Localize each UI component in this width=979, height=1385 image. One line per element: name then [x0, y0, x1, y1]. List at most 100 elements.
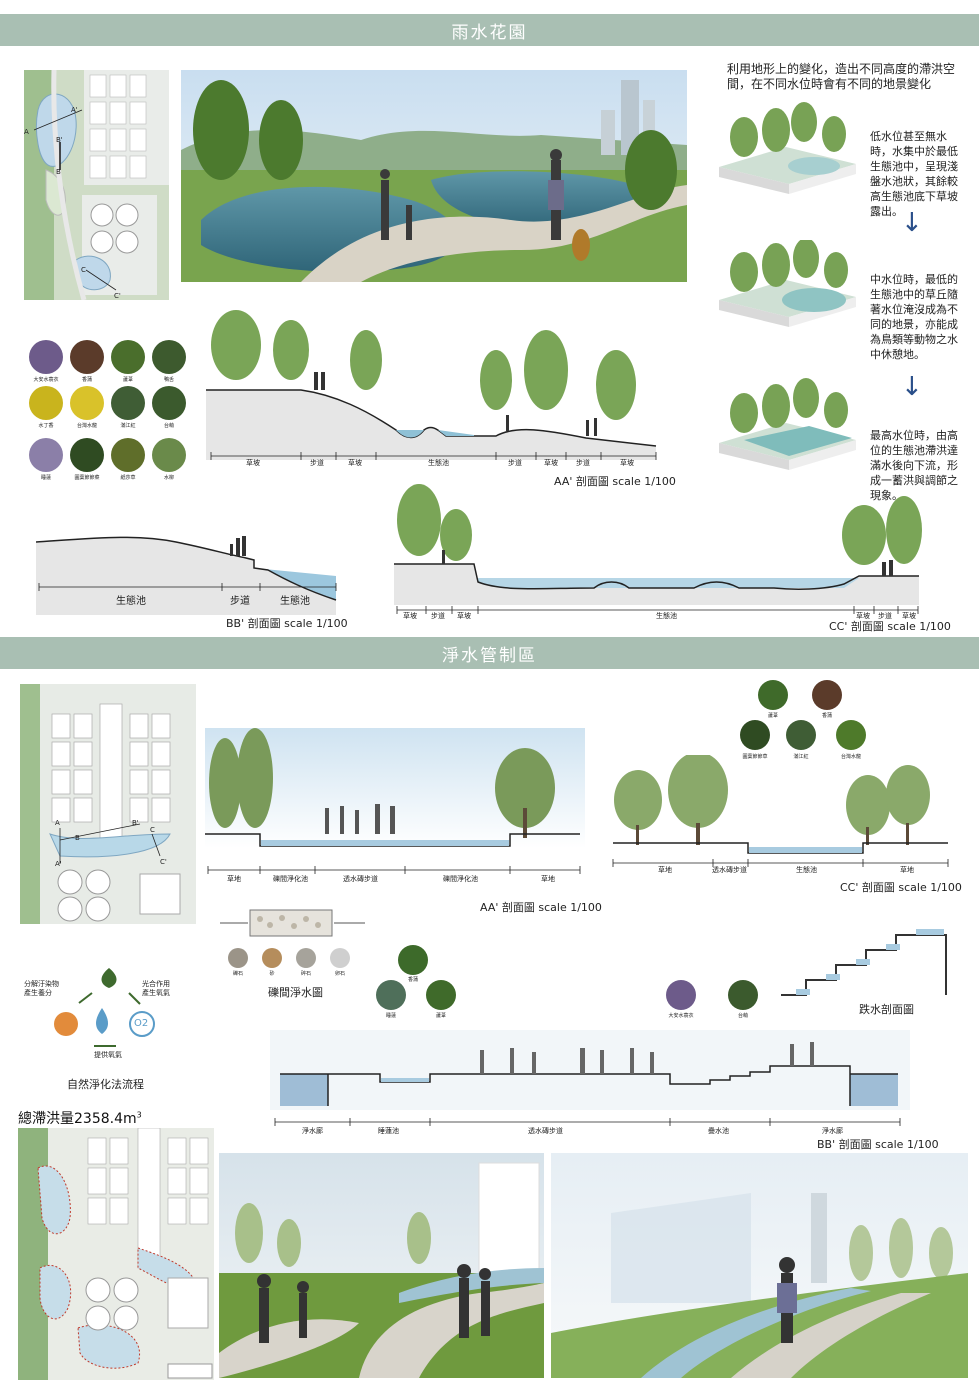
- plant-swatch: [728, 980, 758, 1010]
- plant-label: 蘆葦: [435, 1013, 446, 1019]
- plan-marker-a-prime: A': [71, 106, 78, 114]
- water-control-section-cc: 草地 透水磚步道 生態池 草地: [598, 755, 958, 880]
- plan-marker-b: B: [75, 834, 80, 842]
- plant-label: 滿江紅: [793, 754, 809, 760]
- plant-label: 鴨舌: [163, 377, 174, 383]
- section-caption: BB' 剖面圖 scale 1/100: [817, 1138, 939, 1151]
- total-detention-unit: 3: [136, 1110, 142, 1120]
- down-arrow-icon: ↓: [901, 208, 923, 238]
- plant-label: 香蒲: [81, 377, 92, 383]
- section-label: 透水磚步道: [528, 1127, 563, 1135]
- plant-label: 香蒲: [821, 713, 832, 719]
- water-level-high-diagram: [714, 378, 860, 473]
- plant-swatch: [152, 438, 186, 472]
- cycle-right-text: 光合作用 產生氧氣: [142, 980, 170, 997]
- section-label: 淨水廊: [822, 1127, 843, 1135]
- plan-marker-c-prime: C': [114, 292, 121, 300]
- water-control-render-left: [219, 1153, 544, 1378]
- section-label: 草坡: [457, 612, 471, 620]
- water-level-low-text: 低水位甚至無水時，水集中於最低生態池中，呈現淺盤水池狀，其餘較高生態池底下草坡露…: [870, 130, 958, 218]
- media-swatch: [330, 948, 350, 968]
- plant-swatch: [152, 386, 186, 420]
- section-label: 步道: [310, 459, 324, 467]
- down-arrow-icon: ↓: [901, 372, 923, 402]
- bb-plant-palette: 香蒲 睡蓮 蘆葦 大安水蓑衣 台萌: [370, 945, 770, 1025]
- section-banner-rain-garden: 雨水花園: [0, 14, 979, 46]
- plan-marker-a-prime: A': [55, 860, 62, 868]
- section-label: 礫間淨化池: [273, 875, 308, 883]
- plant-swatch: [70, 340, 104, 374]
- section-caption: AA' 剖面圖 scale 1/100: [480, 901, 602, 914]
- section-label: 草坡: [902, 612, 916, 620]
- section-label: 步道: [230, 596, 250, 607]
- plant-swatch: [70, 386, 104, 420]
- rain-garden-section-aa: 草坡 步道 草坡 生態池 步道 草坡 步道 草坡: [206, 290, 662, 470]
- plant-label: 紙莎草: [120, 475, 136, 481]
- plant-palette: 大安水蓑衣 香蒲 蘆葦 鴨舌 水丁香 台灣水龍 滿江紅 台萌 睡蓮 圓葉節節菜 …: [24, 335, 194, 485]
- media-swatch: [228, 948, 248, 968]
- section-label: 草坡: [544, 459, 558, 467]
- purification-cycle: 分解汙染物 產生養分 光合作用 產生氧氣 提供氧氣 O2: [24, 958, 194, 1068]
- water-control-section-aa: 草地 礫間淨化池 透水磚步道 礫間淨化池 草地: [205, 728, 585, 888]
- plant-swatch: [29, 386, 63, 420]
- section-label: 生態池: [796, 866, 817, 874]
- section-label: 草地: [541, 875, 555, 883]
- section-caption: CC' 剖面圖 scale 1/100: [829, 620, 951, 633]
- section-label: 透水磚步道: [712, 866, 747, 874]
- section-label: 步道: [431, 612, 445, 620]
- plant-swatch: [111, 386, 145, 420]
- plan-marker-a: A: [24, 128, 29, 136]
- plant-label: 圓葉節節草: [742, 754, 768, 760]
- plant-label: 台灣水龍: [840, 754, 861, 760]
- water-control-section-bb: 淨水廊 睡蓮池 透水磚步道 疊水池 淨水廊: [270, 1030, 910, 1140]
- media-swatch: [262, 948, 282, 968]
- plant-label: 香蒲: [407, 977, 418, 983]
- section-label: 睡蓮池: [378, 1127, 399, 1135]
- plant-label: 睡蓮: [40, 475, 51, 481]
- cc-plant-palette: 蘆葦 香蒲 圓葉節節草 滿江紅 台灣水龍: [740, 680, 875, 770]
- plant-swatch: [29, 340, 63, 374]
- plan-marker-c: C: [150, 826, 155, 834]
- section-label: 草地: [900, 866, 914, 874]
- water-control-render-right: [551, 1153, 968, 1378]
- plant-swatch: [836, 720, 866, 750]
- section-label: 生態池: [428, 459, 449, 467]
- section-banner-water-control: 淨水管制區: [0, 637, 979, 669]
- plan-marker-b-prime: B': [132, 819, 139, 827]
- cycle-caption: 自然淨化法流程: [67, 1078, 144, 1091]
- site-plan-rain-garden: A A' B' B C C': [24, 70, 169, 300]
- media-label: 碎石: [300, 971, 311, 977]
- gravel-media: 礫石 砂 碎石 卵石: [228, 948, 358, 978]
- section-label: 生態池: [116, 596, 146, 607]
- water-level-mid-text: 中水位時，最低的生態池中的草丘隨著水位淹沒成為不同的地景，亦能成為鳥類等動物之水…: [870, 273, 958, 361]
- plan-marker-a: A: [55, 819, 60, 827]
- plant-label: 大安水蓑衣: [668, 1013, 694, 1019]
- section-label: 步道: [508, 459, 522, 467]
- media-swatch: [296, 948, 316, 968]
- section-label: 步道: [576, 459, 590, 467]
- plant-swatch: [740, 720, 770, 750]
- media-label: 砂: [269, 971, 275, 977]
- plant-label: 水柳: [163, 475, 174, 481]
- plant-label: 大安水蓑衣: [33, 377, 59, 383]
- plant-swatch: [152, 340, 186, 374]
- section-label: 淨水廊: [302, 1127, 323, 1135]
- media-label: 礫石: [232, 971, 243, 977]
- plant-label: 圓葉節節菜: [74, 475, 100, 481]
- drop-caption: 跌水剖面圖: [859, 1003, 914, 1016]
- section-caption: BB' 剖面圖 scale 1/100: [226, 617, 348, 630]
- water-level-low-diagram: [714, 102, 860, 207]
- total-detention-label: 總滯洪量2358.4m3: [18, 1108, 142, 1128]
- plan-marker-b: B: [56, 168, 61, 176]
- section-label: 疊水池: [708, 1127, 729, 1135]
- plant-swatch: [812, 680, 842, 710]
- site-plan-water-control: A A' B B' C C': [20, 684, 196, 924]
- rain-garden-intro: 利用地形上的變化，造出不同高度的滯洪空間，在不同水位時會有不同的地景變化: [727, 62, 956, 91]
- section-title: 雨水花園: [451, 22, 528, 43]
- plant-label: 滿江紅: [120, 423, 136, 429]
- section-caption: AA' 剖面圖 scale 1/100: [554, 475, 676, 488]
- section-label: 草坡: [348, 459, 362, 467]
- section-label: 生態池: [656, 612, 677, 620]
- plant-label: 台萌: [737, 1013, 748, 1019]
- section-caption: CC' 剖面圖 scale 1/100: [840, 881, 962, 894]
